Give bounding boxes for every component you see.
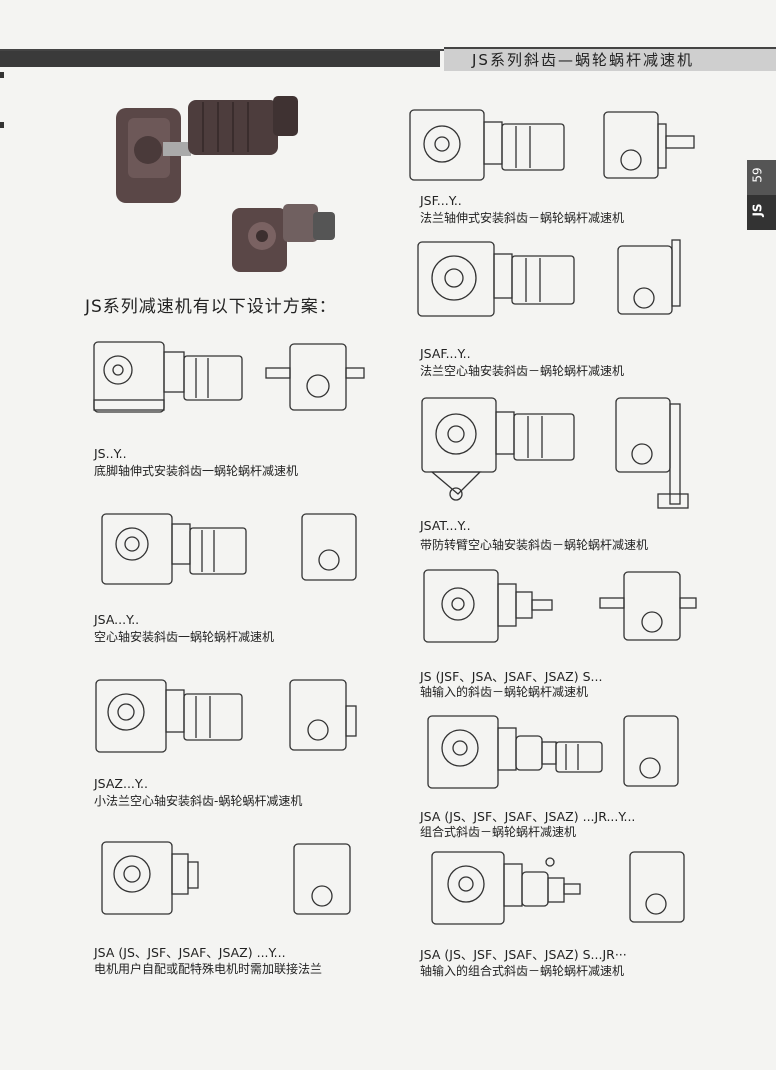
item-code: JS (JSF、JSA、JSAF、JSAZ) S... <box>420 669 603 684</box>
item-code: JSA (JS、JSF、JSAF、JSAZ) ...Y... <box>94 945 286 960</box>
diagram-jsa-coupling <box>101 841 351 915</box>
page-number: 59 <box>750 167 765 183</box>
item-desc: 底脚轴伸式安装斜齿一蜗轮蜗杆减速机 <box>94 464 299 478</box>
item-desc: 轴输入的组合式斜齿－蜗轮蜗杆减速机 <box>420 964 625 978</box>
item-desc: 小法兰空心轴安装斜齿-蜗轮蜗杆减速机 <box>94 794 303 808</box>
item-desc: 法兰空心轴安装斜齿－蜗轮蜗杆减速机 <box>420 364 625 378</box>
item-code: JSF...Y.. <box>420 193 462 208</box>
diagram-jsat-y <box>421 397 689 509</box>
item-code: JSAT...Y.. <box>420 518 471 533</box>
side-tab-top <box>747 160 776 195</box>
header-dark-bar <box>0 51 440 67</box>
header-rule <box>0 49 776 51</box>
item-desc: 电机用户自配或配特殊电机时需加联接法兰 <box>94 962 323 976</box>
diagram-jsa-jr-y <box>427 715 679 789</box>
section-code: JS <box>750 203 765 217</box>
diagram-jsa-y <box>101 513 357 585</box>
item-desc: 法兰轴伸式安装斜齿－蜗轮蜗杆减速机 <box>420 211 625 225</box>
item-desc: 轴输入的斜齿－蜗轮蜗杆减速机 <box>420 685 589 699</box>
header-title-box <box>444 47 776 71</box>
item-code: JSAF...Y.. <box>420 346 471 361</box>
page-title: JS系列斜齿—蜗轮蜗杆减速机 <box>472 51 694 69</box>
item-desc: 组合式斜齿－蜗轮蜗杆减速机 <box>420 825 577 839</box>
margin-mark <box>0 72 4 78</box>
product-photo-large <box>116 96 298 203</box>
product-photo-small <box>232 204 335 272</box>
diagram-jsf-y <box>409 109 695 181</box>
item-desc: 带防转臂空心轴安装斜齿－蜗轮蜗杆减速机 <box>420 538 649 552</box>
item-code: JSA (JS、JSF、JSAF、JSAZ) ...JR...Y... <box>420 809 636 824</box>
margin-mark <box>0 122 4 128</box>
diagram-jsaf-y <box>417 239 681 317</box>
item-code: JS..Y.. <box>94 446 127 461</box>
diagram-js-y <box>93 341 365 413</box>
section-heading: JS系列减速机有以下设计方案： <box>85 297 337 317</box>
item-desc: 空心轴安装斜齿一蜗轮蜗杆减速机 <box>94 630 275 644</box>
diagram-jsa-s-jr <box>431 851 685 925</box>
diagram-js-s <box>423 569 697 643</box>
item-code: JSAZ...Y.. <box>94 776 148 791</box>
item-code: JSA...Y.. <box>94 612 140 627</box>
diagram-jsaz-y <box>95 679 357 753</box>
item-code: JSA (JS、JSF、JSAF、JSAZ) S...JR··· <box>420 947 627 962</box>
